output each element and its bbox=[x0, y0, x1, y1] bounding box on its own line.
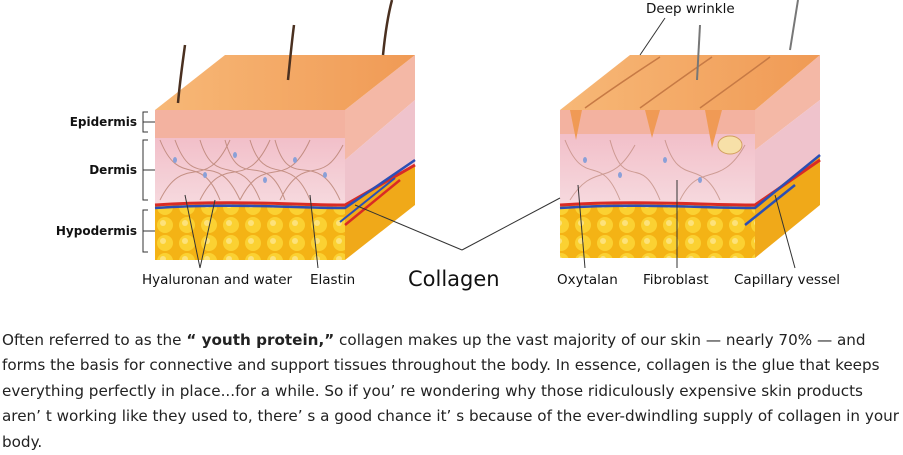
young-epidermis-layer bbox=[155, 110, 345, 138]
wrinkle-markers bbox=[696, 0, 799, 81]
young-capillary-vein bbox=[339, 177, 396, 223]
young-vein bbox=[154, 158, 416, 210]
label-hyaluronan: Hyaluronan and water bbox=[142, 272, 293, 288]
fibroblast-cell bbox=[717, 135, 743, 155]
young-dermis-layer bbox=[155, 138, 345, 204]
label-oxytalan: Oxytalan bbox=[557, 272, 618, 288]
label-epidermis: Epidermis bbox=[70, 115, 137, 129]
label-deep-wrinkle: Deep wrinkle bbox=[646, 1, 735, 17]
young-skin-dermis-side bbox=[345, 100, 415, 205]
young-skin-surface bbox=[155, 55, 415, 110]
paragraph-intro: Often referred to as the bbox=[2, 331, 187, 349]
young-hypodermis-layer bbox=[155, 204, 345, 260]
paragraph-emphasis: “ youth protein,” bbox=[186, 331, 335, 349]
paragraph-body: collagen makes up the vast majority of o… bbox=[2, 331, 899, 451]
label-hypodermis: Hypodermis bbox=[56, 224, 137, 238]
aged-hypodermis-layer bbox=[560, 204, 755, 258]
aged-capillary bbox=[744, 184, 796, 226]
young-skin-right-side bbox=[345, 55, 415, 160]
label-dermis: Dermis bbox=[89, 163, 137, 177]
hair-strands bbox=[176, 0, 394, 104]
label-fibroblast: Fibroblast bbox=[643, 272, 709, 288]
young-skin-block bbox=[154, 0, 416, 260]
young-collagen-fibers bbox=[159, 139, 344, 201]
young-dermis-cells bbox=[173, 152, 327, 183]
leader-lines bbox=[142, 17, 796, 269]
young-artery bbox=[154, 163, 416, 207]
aged-dermis-cells bbox=[583, 157, 702, 183]
collagen-description-paragraph: Often referred to as the “ youth protein… bbox=[2, 328, 902, 455]
young-capillary bbox=[344, 179, 401, 226]
aged-wrinkle-grooves bbox=[584, 56, 771, 109]
aged-artery bbox=[559, 158, 821, 207]
aged-skin-fat-side bbox=[755, 155, 820, 258]
skin-aging-diagram: Epidermis Dermis Hypodermis Hyaluronan a… bbox=[56, 0, 840, 291]
label-elastin: Elastin bbox=[310, 272, 355, 288]
aged-skin-dermis-side bbox=[755, 100, 820, 205]
aged-skin-right-side bbox=[755, 55, 820, 150]
aged-wrinkle-dips bbox=[570, 110, 722, 148]
label-capillary-vessel: Capillary vessel bbox=[734, 272, 840, 288]
aged-skin-block bbox=[559, 0, 821, 258]
aged-vein bbox=[559, 154, 821, 210]
young-skin-fat-side bbox=[345, 165, 415, 260]
label-collagen: Collagen bbox=[408, 267, 500, 291]
